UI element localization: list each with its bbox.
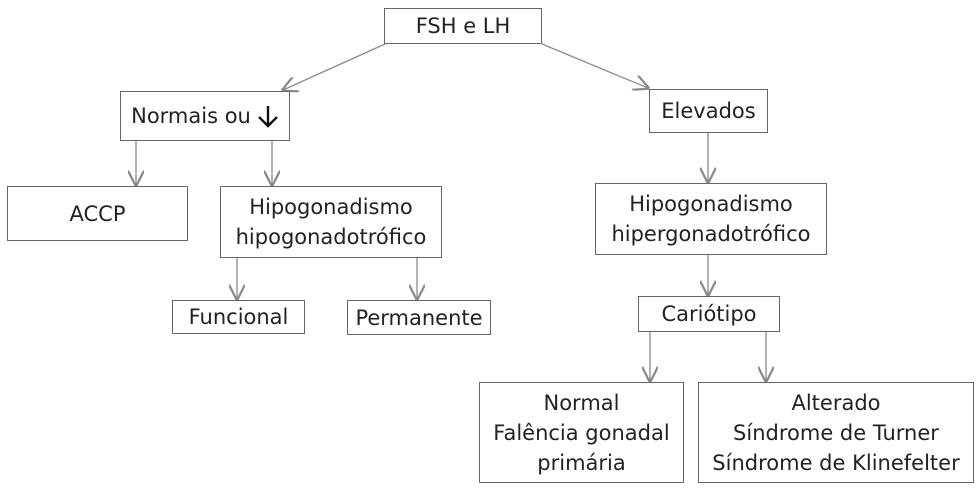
node-functional-label: Funcional	[188, 305, 289, 329]
node-functional: Funcional	[172, 300, 305, 334]
node-elevated: Elevados	[649, 89, 768, 133]
node-hypogonadotropic: Hipogonadismo hipogonadotrófico	[220, 186, 442, 258]
node-hypergonadotropic: Hipogonadismo hipergonadotrófico	[595, 183, 827, 255]
node-karyotype-altered-line3: Síndrome de Klinefelter	[712, 450, 960, 475]
arrow-root-to-elevated	[541, 43, 648, 88]
node-karyotype-normal-line3: primária	[537, 450, 626, 475]
node-karyotype-normal: Normal Falência gonadal primária	[479, 382, 684, 483]
node-permanent: Permanente	[347, 300, 491, 335]
node-hypergonadotropic-line2: hipergonadotrófico	[611, 222, 811, 246]
node-accp-label: ACCP	[69, 201, 126, 226]
arrow-root-to-normal	[283, 43, 386, 90]
down-arrow-icon	[258, 106, 278, 128]
node-karyotype-altered-line1: Alterado	[791, 390, 881, 415]
node-karyotype: Cariótipo	[638, 296, 780, 332]
node-karyotype-label: Cariótipo	[661, 302, 757, 326]
node-permanent-label: Permanente	[355, 305, 483, 330]
node-normal-or-low: Normais ou	[120, 91, 290, 141]
node-hypogonadotropic-line1: Hipogonadismo	[249, 195, 413, 219]
node-fsh-lh-label: FSH e LH	[415, 14, 511, 38]
node-hypergonadotropic-line1: Hipogonadismo	[629, 192, 793, 216]
node-karyotype-altered: Alterado Síndrome de Turner Síndrome de …	[698, 382, 974, 483]
node-accp: ACCP	[7, 186, 188, 241]
node-karyotype-altered-line2: Síndrome de Turner	[733, 420, 939, 445]
node-hypogonadotropic-line2: hipogonadotrófico	[235, 225, 427, 249]
node-normal-or-low-label: Normais ou	[131, 104, 251, 128]
node-karyotype-normal-line1: Normal	[543, 390, 620, 415]
node-karyotype-normal-line2: Falência gonadal	[493, 420, 670, 445]
node-fsh-lh: FSH e LH	[384, 8, 542, 44]
node-elevated-label: Elevados	[661, 99, 756, 123]
